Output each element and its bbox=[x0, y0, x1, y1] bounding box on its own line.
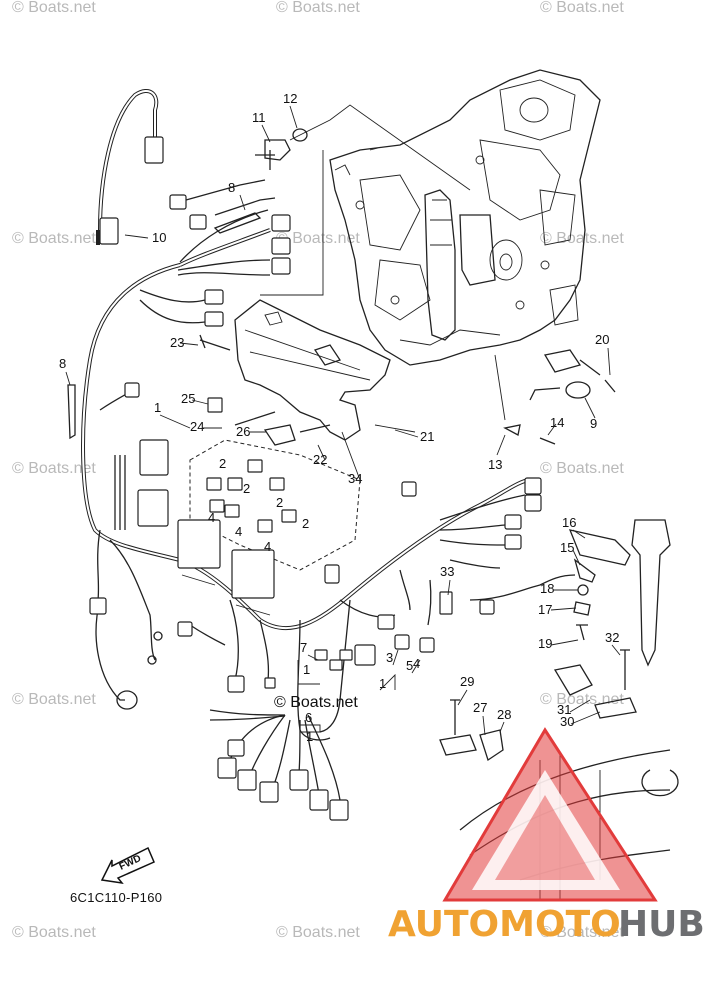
part-label: 19 bbox=[538, 636, 552, 651]
part-label: 11 bbox=[252, 110, 266, 125]
leader-line bbox=[260, 150, 324, 296]
part-label: 24 bbox=[190, 419, 204, 434]
leader-line bbox=[374, 424, 416, 433]
part-label: 31 bbox=[557, 702, 571, 717]
part-label: 16 bbox=[562, 515, 576, 530]
part-label: 1 bbox=[154, 400, 161, 415]
clip-25 bbox=[207, 397, 223, 413]
bolt-23 bbox=[199, 334, 231, 351]
leader-lines bbox=[65, 105, 621, 736]
part-label: 9 bbox=[590, 416, 597, 431]
pin-24 bbox=[234, 411, 276, 426]
leader-line bbox=[341, 431, 361, 481]
lower-right-components bbox=[439, 519, 671, 762]
watermark: © Boats.net bbox=[12, 691, 96, 708]
part-label: 1 bbox=[306, 729, 313, 744]
part-label: 4 bbox=[208, 510, 215, 525]
watermark: © Boats.net bbox=[12, 460, 96, 477]
part-label: 10 bbox=[152, 230, 166, 245]
watermark: © Boats.net bbox=[540, 691, 624, 708]
watermark: © Boats.net bbox=[12, 0, 96, 16]
part-label: 4 bbox=[413, 656, 420, 671]
watermark: © Boats.net bbox=[276, 924, 360, 941]
part-label: 1 bbox=[303, 662, 310, 677]
part-label: 6 bbox=[305, 710, 312, 725]
center-watermark: © Boats.net bbox=[274, 694, 358, 711]
brand-automoto: AUTOMOTO bbox=[388, 904, 621, 945]
part-label: 8 bbox=[228, 180, 235, 195]
connector-group-left-lower bbox=[89, 597, 349, 821]
connector-group-right bbox=[314, 477, 542, 671]
part-label: 33 bbox=[440, 564, 454, 579]
part-label: 15 bbox=[560, 540, 574, 555]
grommet-11-12 bbox=[255, 128, 308, 170]
part-label: 25 bbox=[181, 391, 195, 406]
brand-hub: HUB bbox=[618, 904, 705, 945]
leader-line bbox=[289, 104, 471, 191]
part-label: 7 bbox=[300, 640, 307, 655]
part-label: 2 bbox=[302, 516, 309, 531]
part-labels: 12 11 8 10 20 23 8 25 1 24 26 21 9 14 22… bbox=[59, 91, 619, 744]
part-label: 29 bbox=[460, 674, 474, 689]
fwd-arrow-icon: FWD bbox=[100, 846, 155, 885]
part-label: 18 bbox=[540, 581, 554, 596]
watermark: © Boats.net bbox=[12, 230, 96, 247]
control-unit-group bbox=[114, 439, 361, 616]
watermark: © Boats.net bbox=[540, 460, 624, 477]
watermark: © Boats.net bbox=[540, 924, 624, 941]
part-label: 26 bbox=[236, 424, 250, 439]
cable-tie bbox=[213, 212, 262, 234]
watermark: © Boats.net bbox=[12, 924, 96, 941]
part-label: 4 bbox=[235, 524, 242, 539]
part-label: 21 bbox=[420, 429, 434, 444]
clamp-26 bbox=[263, 424, 296, 446]
connector-group-top bbox=[99, 136, 291, 398]
cable-tie bbox=[67, 384, 76, 440]
sensor-group bbox=[494, 349, 616, 445]
part-label: 5 bbox=[406, 658, 413, 673]
part-label: 32 bbox=[605, 630, 619, 645]
main-wire-harness bbox=[81, 89, 576, 801]
watermark: © Boats.net bbox=[276, 230, 360, 247]
part-label: 27 bbox=[473, 700, 487, 715]
pin-22 bbox=[299, 424, 331, 433]
part-label: 28 bbox=[497, 707, 511, 722]
engine-block bbox=[329, 69, 601, 366]
part-label: 17 bbox=[538, 602, 552, 617]
part-label: 8 bbox=[59, 356, 66, 371]
part-label: 23 bbox=[170, 335, 184, 350]
part-label: 4 bbox=[264, 539, 271, 554]
watermark: © Boats.net bbox=[540, 230, 624, 247]
part-label: 2 bbox=[219, 456, 226, 471]
part-label: 20 bbox=[595, 332, 609, 347]
harness-cover bbox=[234, 299, 416, 481]
watermark: © Boats.net bbox=[276, 0, 360, 16]
part-label: 30 bbox=[560, 714, 574, 729]
diagram-code: 6C1C110-P160 bbox=[70, 890, 162, 905]
watermark: © Boats.net bbox=[540, 0, 624, 16]
part-label: 12 bbox=[283, 91, 297, 106]
part-label: 14 bbox=[550, 415, 564, 430]
part-label: 3 bbox=[386, 650, 393, 665]
part-label: 1 bbox=[379, 676, 386, 691]
part-label: 13 bbox=[488, 457, 502, 472]
part-label: 22 bbox=[313, 452, 327, 467]
part-label: 2 bbox=[276, 495, 283, 510]
part-label: 34 bbox=[348, 471, 362, 486]
automotohub-logo: AUTOMOTO HUB bbox=[388, 727, 705, 945]
part-label: 2 bbox=[243, 481, 250, 496]
